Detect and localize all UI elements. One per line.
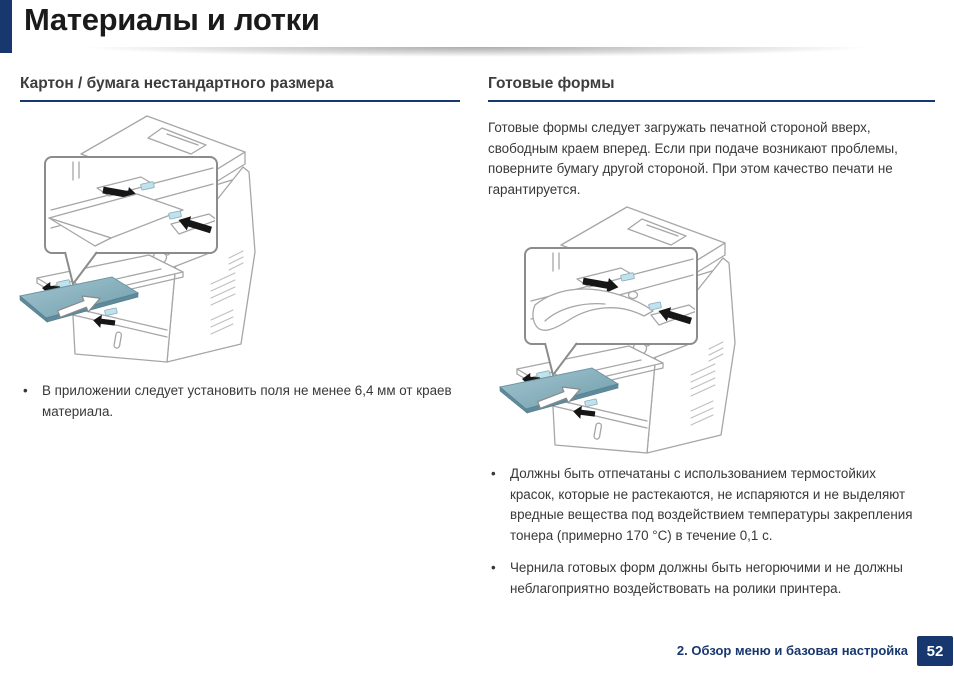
section-heading-cardstock: Картон / бумага нестандартного размера bbox=[20, 75, 460, 102]
bullet-text: В приложении следует установить поля не … bbox=[42, 383, 452, 419]
bullet-item: • Должны быть отпечатаны с использование… bbox=[488, 464, 920, 546]
bullet-text: Должны быть отпечатаны с использованием … bbox=[510, 466, 913, 543]
preprinted-bullet-list: • Должны быть отпечатаны с использование… bbox=[488, 464, 920, 611]
bullet-text: Чернила готовых форм должны быть негорюч… bbox=[510, 560, 903, 596]
section-preprinted: Готовые формы Готовые формы следует загр… bbox=[488, 75, 935, 200]
title-accent-bar bbox=[0, 0, 12, 53]
page-footer: 2. Обзор меню и базовая настройка 52 bbox=[0, 636, 954, 666]
bullet-item: • Чернила готовых форм должны быть негор… bbox=[488, 558, 920, 599]
printer-line-art bbox=[18, 115, 256, 363]
cardstock-bullet-list: • В приложении следует установить поля н… bbox=[20, 381, 458, 434]
bullet-dot: • bbox=[491, 560, 496, 575]
bullet-item: • В приложении следует установить поля н… bbox=[20, 381, 458, 422]
page-title: Материалы и лотки bbox=[24, 2, 320, 37]
bullet-dot: • bbox=[491, 466, 496, 481]
section-cardstock: Картон / бумага нестандартного размера bbox=[20, 75, 460, 102]
printer-illustration-preprinted bbox=[495, 203, 765, 463]
bullet-dot: • bbox=[23, 383, 28, 398]
footer-section-label[interactable]: 2. Обзор меню и базовая настройка bbox=[676, 643, 908, 658]
printer-illustration-cardstock bbox=[15, 112, 285, 372]
preprinted-intro-paragraph: Готовые формы следует загружать печатной… bbox=[488, 120, 898, 197]
title-shadow-rule bbox=[14, 47, 938, 59]
page-number-badge: 52 bbox=[917, 636, 953, 666]
section-heading-preprinted: Готовые формы bbox=[488, 75, 935, 102]
printer-line-art bbox=[498, 206, 736, 454]
